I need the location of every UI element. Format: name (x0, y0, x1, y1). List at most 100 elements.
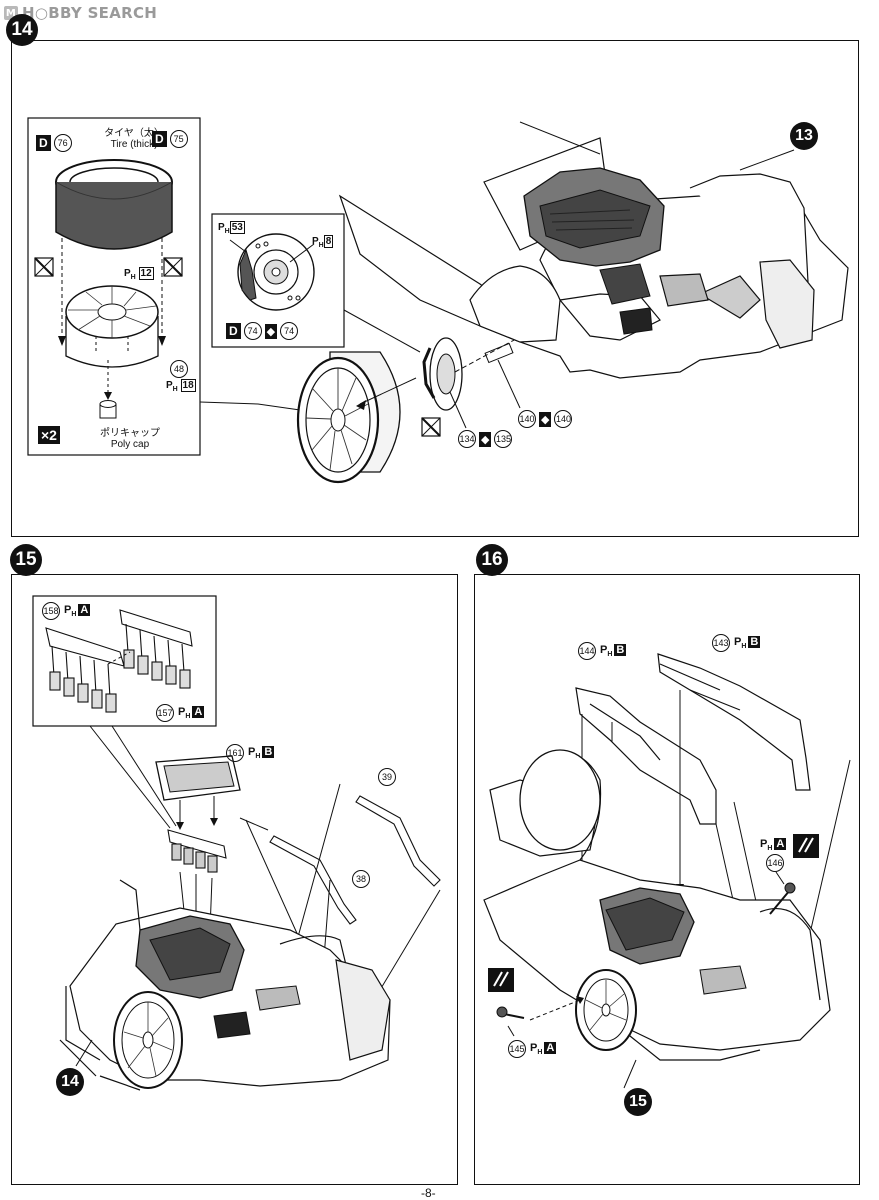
part-146-label: 146 (766, 854, 784, 872)
part-158-label: 158 (42, 602, 60, 620)
brake-inset-frame (211, 213, 345, 348)
wheel-inset-frame (27, 117, 201, 456)
brake-runner-right-num: 8 (323, 235, 334, 248)
tire-label-en: Tire (thick) (110, 139, 158, 150)
brake-inset-leader (343, 309, 421, 353)
glue-icon (488, 968, 514, 992)
tire-part-right: D 75 (152, 130, 188, 148)
ref-step-13-badge: 13 (790, 122, 818, 150)
watermark-text: H○BBY SEARCH (22, 4, 158, 22)
part-144-label: 144 (578, 642, 596, 660)
no-glue-icon (421, 417, 441, 437)
shaft-parts-row: 140 ◆ 140 (518, 410, 573, 428)
wheel-runner-number-2: 18 (180, 379, 196, 392)
runner-letter: B (262, 745, 275, 758)
part-38-label: 38 (352, 870, 370, 888)
no-glue-icon (163, 257, 183, 277)
part-157-label: 157 (156, 704, 174, 722)
strut-bars-drawing (269, 795, 441, 925)
cover-plate-drawing (155, 755, 241, 801)
parts-letter-d: D (36, 135, 51, 151)
part-134-label: 134 (458, 430, 476, 448)
part-76-label: 76 (53, 134, 72, 152)
part-145-drawing (496, 996, 584, 1021)
intake-runners-drawing (45, 609, 193, 713)
poly-cap-drawing (99, 400, 117, 419)
part-145-label: 145 (508, 1040, 526, 1058)
part-74-label: 74 (243, 322, 262, 340)
step-15-frame (11, 574, 458, 1185)
part-161-label: 161 (226, 744, 244, 762)
brake-parts-row: D 74 ◆ 74 (226, 322, 299, 340)
wheel-rim-drawing (65, 285, 159, 368)
wheel-runner-label: PH 12 (124, 267, 154, 281)
tire-label: タイヤ（太） Tire (thick) (104, 124, 164, 150)
glue-icon (793, 834, 819, 858)
wheel-drawing-16 (575, 969, 637, 1051)
runner-letter: B (614, 643, 627, 656)
parts-letter-d: D (226, 323, 241, 339)
paint-icon: ◆ (479, 431, 492, 447)
engine-drawing-14 (523, 167, 665, 335)
brake-runner-left-num: 53 (229, 221, 245, 234)
side-pod-left-drawing (575, 687, 717, 825)
paint-icon: ◆ (539, 411, 552, 427)
step-14-frame (11, 40, 859, 537)
part-140-label: 140 (518, 410, 536, 428)
part-48-label: 48 (170, 360, 188, 378)
main-wheel-drawing (296, 351, 401, 484)
wheel-runner-label-2: PH 18 (166, 379, 196, 393)
step-16-frame (474, 574, 860, 1185)
runner-letter: A (774, 838, 787, 850)
quantity-badge: ×2 (38, 426, 60, 444)
part-146-drawing (769, 871, 796, 915)
intake-assembly-drawing (167, 829, 227, 873)
tire-label-jp: タイヤ（太） (104, 128, 164, 139)
runner-letter: A (78, 603, 91, 616)
paint-icon: ◆ (264, 323, 278, 339)
polycap-label: ポリキャップ Poly cap (100, 424, 160, 450)
hub-parts-row: 134 ◆ 135 (458, 430, 513, 448)
part-143-label: 143 (712, 634, 730, 652)
part-39-label: 39 (378, 768, 396, 786)
parts-letter-d: D (152, 131, 167, 147)
ref-step-14-badge: 14 (56, 1068, 84, 1096)
tire-drawing (55, 159, 173, 250)
hub-brake-drawing (422, 337, 463, 411)
part-74b-label: 74 (280, 322, 299, 340)
part-140b-label: 140 (554, 410, 573, 428)
runner-letter: A (192, 705, 205, 718)
wheel-drawing-15 (113, 991, 183, 1089)
part-75-label: 75 (169, 130, 188, 148)
ref-step-15-badge: 15 (624, 1088, 652, 1116)
intake-inset-frame (32, 595, 217, 727)
runner-letter: A (544, 1041, 557, 1054)
wheel-runner-number: 12 (138, 267, 154, 280)
polycap-label-en: Poly cap (110, 439, 150, 450)
polycap-label-jp: ポリキャップ (100, 428, 160, 439)
side-pod-right-drawing (657, 653, 811, 791)
watermark-logo: M H○BBY SEARCH (4, 4, 157, 22)
rear-wheel-drawing-16 (519, 749, 601, 851)
step-16-badge: 16 (476, 544, 508, 576)
step-15-badge: 15 (10, 544, 42, 576)
no-glue-icon (34, 257, 54, 277)
inset-leader (199, 401, 301, 411)
part-135-label: 135 (494, 430, 513, 448)
